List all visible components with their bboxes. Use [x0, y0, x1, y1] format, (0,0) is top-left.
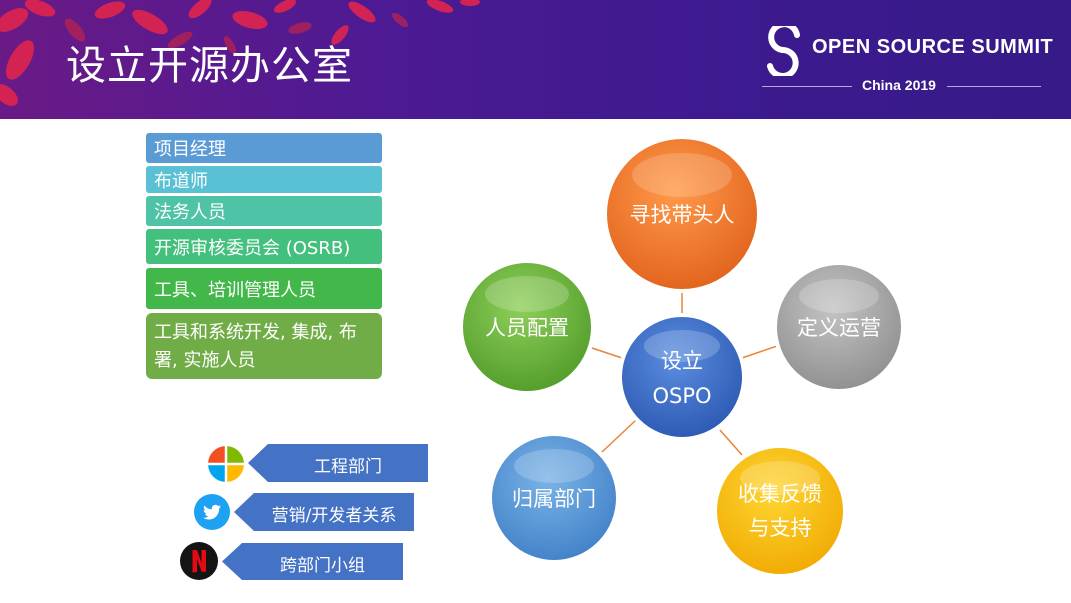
role-item: 布道师 — [146, 166, 382, 193]
node-center-ospo: 设立 OSPO — [620, 315, 744, 439]
node-find-leader: 寻找带头人 — [605, 137, 759, 291]
ospo-diagram: 寻找带头人 定义运营 收集反馈 与支持 归属部门 人员配置 设立 OSPO — [440, 120, 920, 590]
role-label: 工具、培训管理人员 — [154, 276, 316, 302]
role-item: 工具、培训管理人员 — [146, 268, 382, 309]
node-label: 收集反馈 — [738, 482, 822, 506]
logo-text: OPEN SOURCE SUMMIT — [812, 36, 1053, 59]
node-label: 人员配置 — [485, 316, 569, 340]
node-label: 定义运营 — [797, 316, 881, 340]
page-title: 设立开源办公室 — [66, 33, 353, 91]
connector-line — [720, 430, 742, 455]
node-define-operations: 定义运营 — [775, 263, 903, 391]
logo-divider-left — [762, 86, 852, 87]
role-item: 工具和系统开发, 集成, 布 署, 实施人员 — [146, 313, 382, 379]
role-item: 法务人员 — [146, 196, 382, 226]
department-label: 跨部门小组 — [242, 551, 403, 576]
node-staffing: 人员配置 — [461, 261, 593, 393]
connector-line — [602, 420, 636, 452]
role-label: 法务人员 — [154, 198, 226, 224]
header-banner: 设立开源办公室 OPEN SOURCE SUMMIT China 2019 — [0, 0, 1071, 119]
logo-divider-right — [947, 86, 1041, 87]
connector-line — [742, 346, 777, 358]
twitter-bird-icon — [194, 494, 230, 530]
role-label: 项目经理 — [154, 135, 226, 161]
department-label: 工程部门 — [268, 452, 428, 477]
node-label: 归属部门 — [512, 487, 596, 511]
open-source-summit-logo-icon — [766, 26, 806, 76]
netflix-logo-icon — [180, 542, 218, 580]
role-item: 开源审核委员会 (OSRB) — [146, 229, 382, 264]
node-label: 寻找带头人 — [630, 203, 735, 227]
role-label: 开源审核委员会 (OSRB) — [154, 234, 350, 260]
role-label: 布道师 — [154, 167, 208, 193]
logo-subtitle: China 2019 — [862, 77, 936, 93]
windows-logo-icon — [207, 445, 245, 483]
role-label: 署, 实施人员 — [154, 345, 357, 377]
center-label: OSPO — [652, 384, 711, 408]
department-label: 营销/开发者关系 — [254, 501, 414, 526]
role-item: 项目经理 — [146, 133, 382, 163]
node-feedback-support: 收集反馈 与支持 — [715, 446, 845, 576]
connector-line — [592, 348, 622, 358]
node-label: 与支持 — [749, 516, 812, 540]
center-label: 设立 — [661, 349, 703, 373]
node-department-ownership: 归属部门 — [490, 434, 618, 562]
